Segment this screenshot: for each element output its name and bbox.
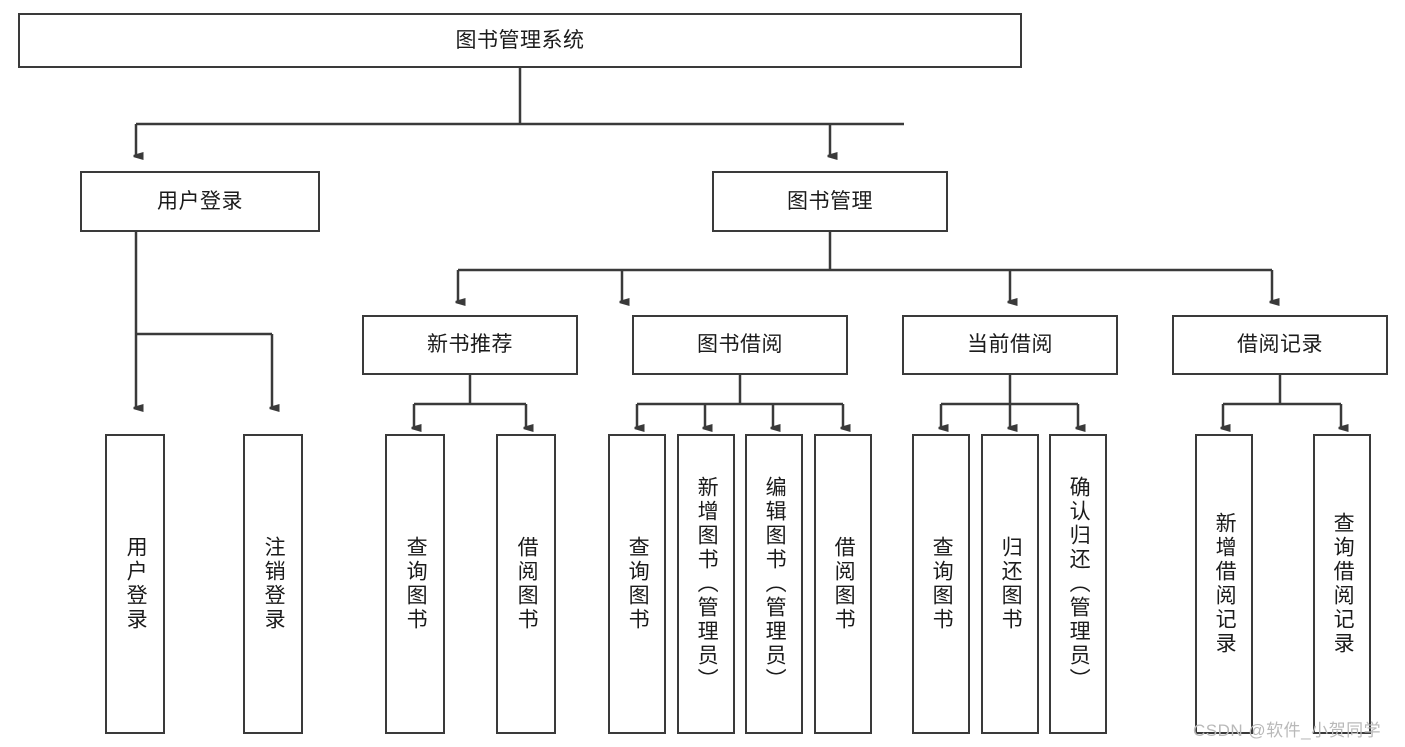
leaf-current-confirm-return-admin[interactable]: 确认归还（管理员）	[1049, 434, 1107, 734]
node-label: 图书管理	[787, 189, 873, 213]
leaf-current-query-book[interactable]: 查询图书	[912, 434, 970, 734]
node-label: 用户登录	[124, 536, 148, 632]
node-root-system[interactable]: 图书管理系统	[18, 13, 1022, 68]
node-book-borrow[interactable]: 图书借阅	[632, 315, 848, 375]
node-label: 确认归还（管理员）	[1067, 476, 1091, 692]
node-book-management[interactable]: 图书管理	[712, 171, 948, 232]
node-label: 查询图书	[404, 536, 428, 632]
leaf-borrow-add-book-admin[interactable]: 新增图书（管理员）	[677, 434, 735, 734]
node-current-borrow[interactable]: 当前借阅	[902, 315, 1118, 375]
node-label: 归还图书	[999, 536, 1023, 632]
leaf-user-login-signout[interactable]: 注销登录	[243, 434, 303, 734]
node-label: 编辑图书（管理员）	[763, 476, 787, 692]
node-label: 借阅图书	[832, 536, 856, 632]
leaf-borrow-edit-book-admin[interactable]: 编辑图书（管理员）	[745, 434, 803, 734]
leaf-borrow-query-book[interactable]: 查询图书	[608, 434, 666, 734]
node-label: 当前借阅	[967, 333, 1053, 357]
node-label: 新书推荐	[427, 333, 513, 357]
node-label: 注销登录	[262, 536, 286, 632]
node-label: 图书借阅	[697, 333, 783, 357]
leaf-user-login-signin[interactable]: 用户登录	[105, 434, 165, 734]
node-label: 查询图书	[930, 536, 954, 632]
leaf-record-add-record[interactable]: 新增借阅记录	[1195, 434, 1253, 734]
node-label: 借阅图书	[515, 536, 539, 632]
node-label: 借阅记录	[1237, 333, 1323, 357]
node-label: 图书管理系统	[455, 28, 585, 52]
node-borrow-record[interactable]: 借阅记录	[1172, 315, 1388, 375]
leaf-current-return-book[interactable]: 归还图书	[981, 434, 1039, 734]
leaf-borrow-borrow-book[interactable]: 借阅图书	[814, 434, 872, 734]
leaf-record-query-record[interactable]: 查询借阅记录	[1313, 434, 1371, 734]
node-label: 用户登录	[157, 189, 243, 213]
node-label: 查询图书	[626, 536, 650, 632]
csdn-watermark: CSDN @软件_小贺同学	[1193, 721, 1382, 740]
node-new-book-recommend[interactable]: 新书推荐	[362, 315, 578, 375]
node-label: 新增借阅记录	[1213, 512, 1237, 656]
node-label: 新增图书（管理员）	[695, 476, 719, 692]
node-label: 查询借阅记录	[1331, 512, 1355, 656]
leaf-recommend-borrow-book[interactable]: 借阅图书	[496, 434, 556, 734]
leaf-recommend-query-book[interactable]: 查询图书	[385, 434, 445, 734]
node-user-login[interactable]: 用户登录	[80, 171, 320, 232]
